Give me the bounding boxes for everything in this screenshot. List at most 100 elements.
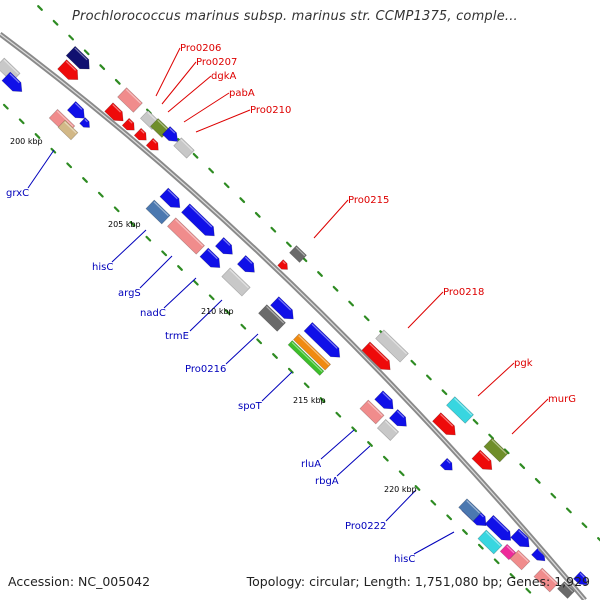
gene-feature[interactable] bbox=[573, 571, 590, 589]
gene-feature[interactable] bbox=[510, 528, 534, 552]
gene-label-pro0207[interactable]: Pro0207 bbox=[196, 57, 237, 68]
gene-feature[interactable] bbox=[289, 245, 307, 263]
gene-feature[interactable] bbox=[145, 137, 162, 154]
gene-label-hisc[interactable]: hisC bbox=[92, 262, 113, 273]
gene-feature[interactable] bbox=[458, 498, 482, 522]
gene-feature[interactable] bbox=[133, 127, 150, 144]
gene-feature[interactable] bbox=[173, 137, 195, 159]
gene-feature[interactable] bbox=[484, 514, 515, 544]
gene-label-nadc[interactable]: nadC bbox=[140, 308, 166, 319]
gene-feature[interactable] bbox=[270, 296, 297, 324]
gene-label-pgk[interactable]: pgk bbox=[514, 358, 533, 369]
tick-mark bbox=[161, 250, 168, 257]
tick-mark bbox=[493, 558, 500, 565]
gene-feature[interactable] bbox=[277, 259, 291, 273]
gene-feature[interactable] bbox=[432, 412, 459, 440]
gene-feature[interactable] bbox=[533, 567, 559, 593]
gene-feature[interactable] bbox=[221, 267, 251, 297]
tick-mark bbox=[367, 441, 373, 447]
gene-feature[interactable] bbox=[65, 45, 94, 73]
scale-label: 215 kbp bbox=[293, 396, 326, 405]
tick-mark bbox=[472, 418, 479, 425]
gene-feature[interactable] bbox=[181, 203, 218, 240]
gene-label-paba[interactable]: pabA bbox=[229, 88, 255, 99]
gene-label-spot[interactable]: spoT bbox=[238, 401, 263, 412]
gene-feature[interactable] bbox=[376, 419, 400, 441]
tick-mark bbox=[37, 5, 43, 11]
gene-feature[interactable] bbox=[145, 199, 171, 225]
gene-label-rbga[interactable]: rbgA bbox=[315, 476, 339, 487]
gene-feature[interactable] bbox=[104, 102, 128, 126]
gene-feature[interactable] bbox=[499, 543, 517, 561]
tick-mark bbox=[503, 448, 510, 455]
gene-feature[interactable] bbox=[477, 529, 503, 555]
gene-feature[interactable] bbox=[509, 549, 531, 571]
gene-feature[interactable] bbox=[1, 71, 26, 96]
gene-feature[interactable] bbox=[57, 59, 83, 85]
gene-label-rlua[interactable]: rluA bbox=[301, 459, 321, 470]
gene-label-pro0206[interactable]: Pro0206 bbox=[180, 43, 221, 54]
gene-label-hisc-2[interactable]: hisC bbox=[394, 554, 415, 565]
gene-feature[interactable] bbox=[162, 126, 181, 145]
tick-mark bbox=[52, 19, 59, 26]
tick-mark bbox=[425, 374, 432, 381]
gene-feature[interactable] bbox=[236, 255, 258, 276]
tick-mark bbox=[398, 470, 405, 477]
gene-feature[interactable] bbox=[287, 340, 325, 376]
tick-mark bbox=[82, 177, 88, 183]
leader-line bbox=[413, 531, 455, 555]
tick-mark bbox=[351, 426, 358, 433]
tick-mark bbox=[224, 309, 231, 315]
leader-line bbox=[163, 277, 197, 309]
tick-mark bbox=[363, 315, 370, 322]
gene-feature[interactable] bbox=[292, 333, 332, 371]
gene-feature[interactable] bbox=[359, 399, 385, 425]
tick-mark bbox=[68, 34, 75, 41]
tick-mark bbox=[317, 271, 323, 277]
leader-line bbox=[225, 333, 259, 365]
scale-label: 210 kbp bbox=[201, 307, 234, 316]
gene-label-args[interactable]: argS bbox=[118, 288, 141, 299]
gene-feature[interactable] bbox=[57, 119, 79, 141]
tick-mark bbox=[534, 477, 541, 484]
gene-feature[interactable] bbox=[375, 329, 409, 363]
gene-feature[interactable] bbox=[303, 321, 344, 361]
gene-label-trme[interactable]: trmE bbox=[165, 331, 189, 342]
gene-feature[interactable] bbox=[361, 341, 395, 374]
gene-feature[interactable] bbox=[66, 101, 88, 122]
tick-mark bbox=[488, 433, 495, 440]
gene-feature[interactable] bbox=[121, 117, 138, 134]
gene-label-dgka[interactable]: dgkA bbox=[211, 71, 236, 82]
gene-feature[interactable] bbox=[374, 390, 398, 414]
gene-feature[interactable] bbox=[446, 396, 474, 424]
gene-feature[interactable] bbox=[214, 237, 236, 258]
gene-label-pro0218[interactable]: Pro0218 bbox=[443, 287, 484, 298]
tick-mark bbox=[332, 285, 339, 292]
gene-feature[interactable] bbox=[258, 304, 286, 332]
gene-feature[interactable] bbox=[388, 409, 410, 430]
tick-mark bbox=[18, 118, 25, 125]
gene-feature[interactable] bbox=[439, 457, 456, 474]
leader-line bbox=[313, 199, 349, 239]
leader-line bbox=[407, 291, 444, 329]
tick-mark bbox=[319, 397, 326, 403]
gene-label-murg[interactable]: murG bbox=[548, 394, 576, 405]
tick-mark bbox=[34, 133, 41, 139]
gene-feature[interactable] bbox=[167, 217, 205, 255]
gene-feature[interactable] bbox=[159, 187, 184, 212]
tick-mark bbox=[441, 389, 448, 396]
gene-feature[interactable] bbox=[471, 449, 496, 474]
gene-label-pro0222[interactable]: Pro0222 bbox=[345, 521, 386, 532]
gene-label-grxc[interactable]: grxC bbox=[6, 188, 29, 199]
gene-label-pro0216[interactable]: Pro0216 bbox=[185, 364, 226, 375]
gene-label-pro0210[interactable]: Pro0210 bbox=[250, 105, 291, 116]
tick-mark bbox=[254, 211, 261, 218]
gene-label-pro0215[interactable]: Pro0215 bbox=[348, 195, 389, 206]
gene-feature[interactable] bbox=[79, 117, 93, 131]
gene-feature[interactable] bbox=[483, 437, 509, 463]
gene-feature[interactable] bbox=[117, 87, 143, 113]
leader-line bbox=[261, 371, 293, 402]
gene-feature[interactable] bbox=[557, 581, 575, 599]
tick-mark bbox=[2, 103, 9, 110]
gene-feature[interactable] bbox=[199, 247, 224, 272]
